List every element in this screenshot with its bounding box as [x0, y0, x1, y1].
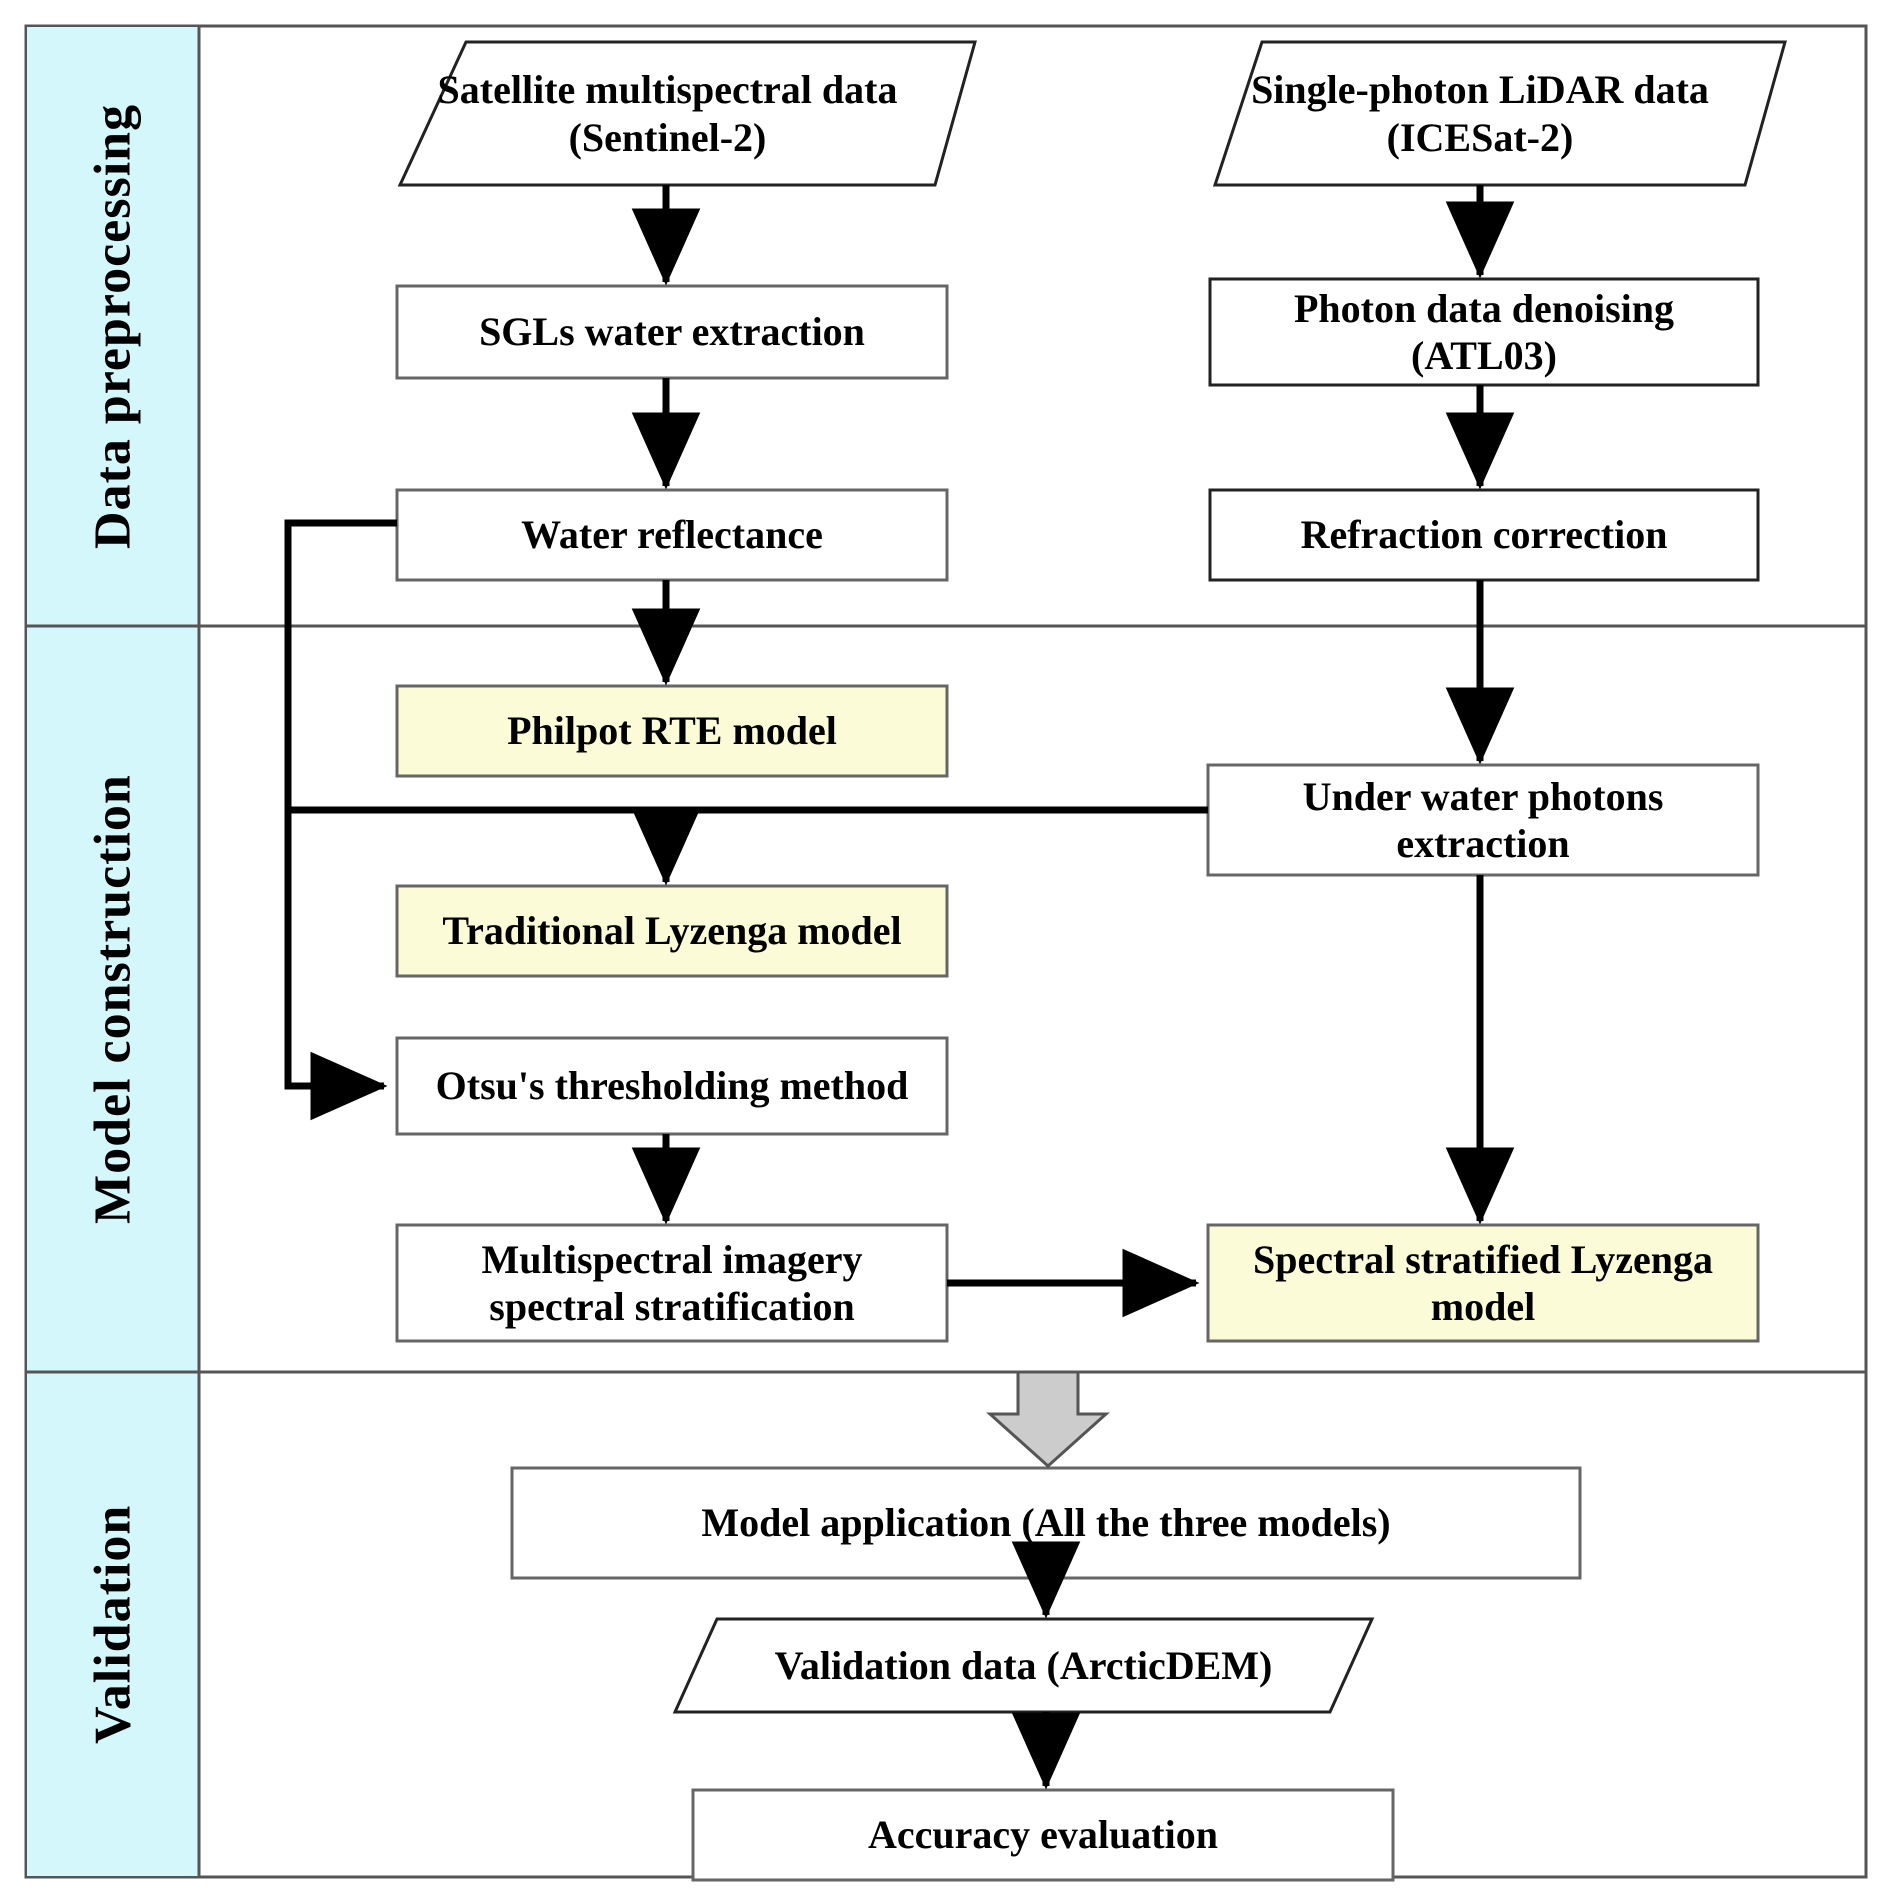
node-shape-sgls-water-extraction[interactable] [395, 284, 949, 380]
node-shape-multispectral-imagery-spectral-stratification[interactable] [395, 1223, 949, 1343]
band-bg-data-preprocessing [27, 27, 199, 626]
node-shape-photon-data-denoising[interactable] [1208, 277, 1760, 387]
node-shape-under-water-photons-extraction[interactable] [1206, 763, 1760, 877]
node-shape-single-photon-lidar-data[interactable] [1212, 40, 1787, 187]
band-bg-model-construction [27, 626, 199, 1372]
band-label-validation: Validation [84, 1504, 142, 1744]
block-arrow-to-validation [986, 1370, 1110, 1469]
node-shape-model-application[interactable] [510, 1466, 1582, 1580]
node-shape-otsus-thresholding-method[interactable] [395, 1036, 949, 1136]
edge-water-reflectance-to-otsus [284, 519, 397, 1121]
node-shape-philpot-rte-model[interactable] [395, 684, 949, 778]
node-shape-spectral-stratified-lyzenga-model[interactable] [1206, 1223, 1760, 1343]
band-label-data-preprocessing: Data preprocessing [84, 103, 142, 550]
node-shape-validation-data[interactable] [672, 1617, 1375, 1714]
band-label-model-construction: Model construction [84, 774, 142, 1224]
band-bg-validation [27, 1372, 199, 1876]
node-shape-refraction-correction[interactable] [1208, 488, 1760, 582]
node-shape-satellite-multispectral-data[interactable] [397, 40, 977, 187]
node-shape-accuracy-evaluation[interactable] [691, 1788, 1395, 1882]
node-shape-traditional-lyzenga-model[interactable] [395, 884, 949, 978]
node-shape-water-reflectance[interactable] [395, 488, 949, 582]
